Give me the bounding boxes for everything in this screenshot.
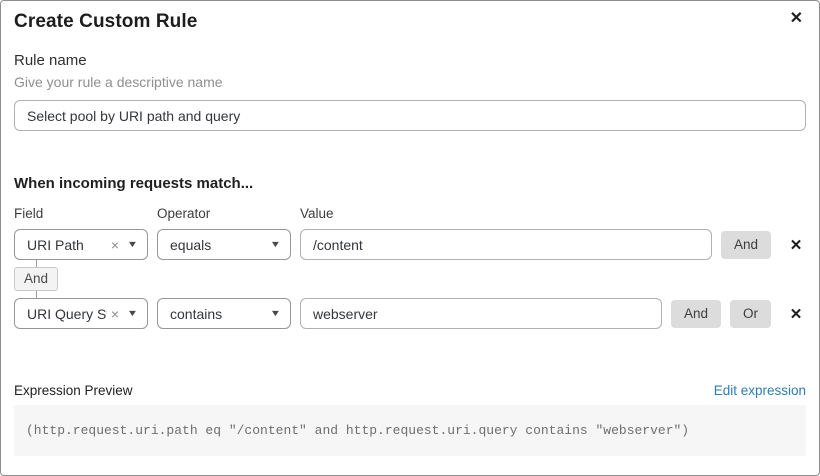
close-icon[interactable]: ✕ xyxy=(789,10,803,27)
chevron-down-icon[interactable]: ▼ xyxy=(269,308,282,318)
connector-line-top xyxy=(35,260,37,267)
condition-row: URI Query St... × ▼ contains ▼ And Or ✕ xyxy=(14,298,806,329)
field-select[interactable]: URI Query St... × ▼ xyxy=(14,298,148,329)
remove-row-icon[interactable]: ✕ xyxy=(789,236,803,254)
chevron-down-icon[interactable]: ▼ xyxy=(126,308,139,318)
operator-select-value: equals xyxy=(170,236,212,253)
expression-preview-label: Expression Preview xyxy=(14,383,133,398)
field-select-value: URI Path xyxy=(27,236,84,253)
page-title: Create Custom Rule xyxy=(14,11,198,32)
match-section-heading: When incoming requests match... xyxy=(14,175,254,192)
expression-preview-header: Expression Preview Edit expression xyxy=(14,383,806,398)
rule-name-label: Rule name xyxy=(14,52,87,69)
chevron-down-icon[interactable]: ▼ xyxy=(269,239,282,249)
field-select[interactable]: URI Path × ▼ xyxy=(14,229,148,260)
remove-row-icon[interactable]: ✕ xyxy=(789,305,803,323)
edit-expression-link[interactable]: Edit expression xyxy=(713,383,806,398)
clear-field-icon[interactable]: × xyxy=(110,305,120,322)
logical-connector: And xyxy=(13,260,59,298)
dialog-header: Create Custom Rule ✕ xyxy=(14,1,806,33)
operator-column-label: Operator xyxy=(157,206,211,221)
field-column-label: Field xyxy=(14,206,44,221)
operator-select-value: contains xyxy=(170,305,223,322)
expression-preview-code: (http.request.uri.path eq "/content" and… xyxy=(14,405,806,456)
add-and-condition-button[interactable]: And xyxy=(720,230,771,259)
rule-name-hint: Give your rule a descriptive name xyxy=(14,74,223,90)
field-select-value: URI Query St... xyxy=(27,305,107,322)
operator-select[interactable]: contains ▼ xyxy=(157,298,291,329)
connector-line-bottom xyxy=(35,291,37,298)
value-input[interactable] xyxy=(300,298,662,329)
value-column-label: Value xyxy=(300,206,334,221)
condition-row: URI Path × ▼ equals ▼ And ✕ xyxy=(14,229,806,260)
rule-name-input[interactable] xyxy=(14,100,806,131)
clear-field-icon[interactable]: × xyxy=(110,236,120,253)
operator-select[interactable]: equals ▼ xyxy=(157,229,291,260)
condition-column-labels: Field Operator Value xyxy=(14,206,806,221)
add-and-condition-button[interactable]: And xyxy=(670,299,721,328)
value-input[interactable] xyxy=(300,229,712,260)
chevron-down-icon[interactable]: ▼ xyxy=(126,239,139,249)
add-or-condition-button[interactable]: Or xyxy=(730,299,771,328)
and-connector-badge: And xyxy=(13,267,59,291)
